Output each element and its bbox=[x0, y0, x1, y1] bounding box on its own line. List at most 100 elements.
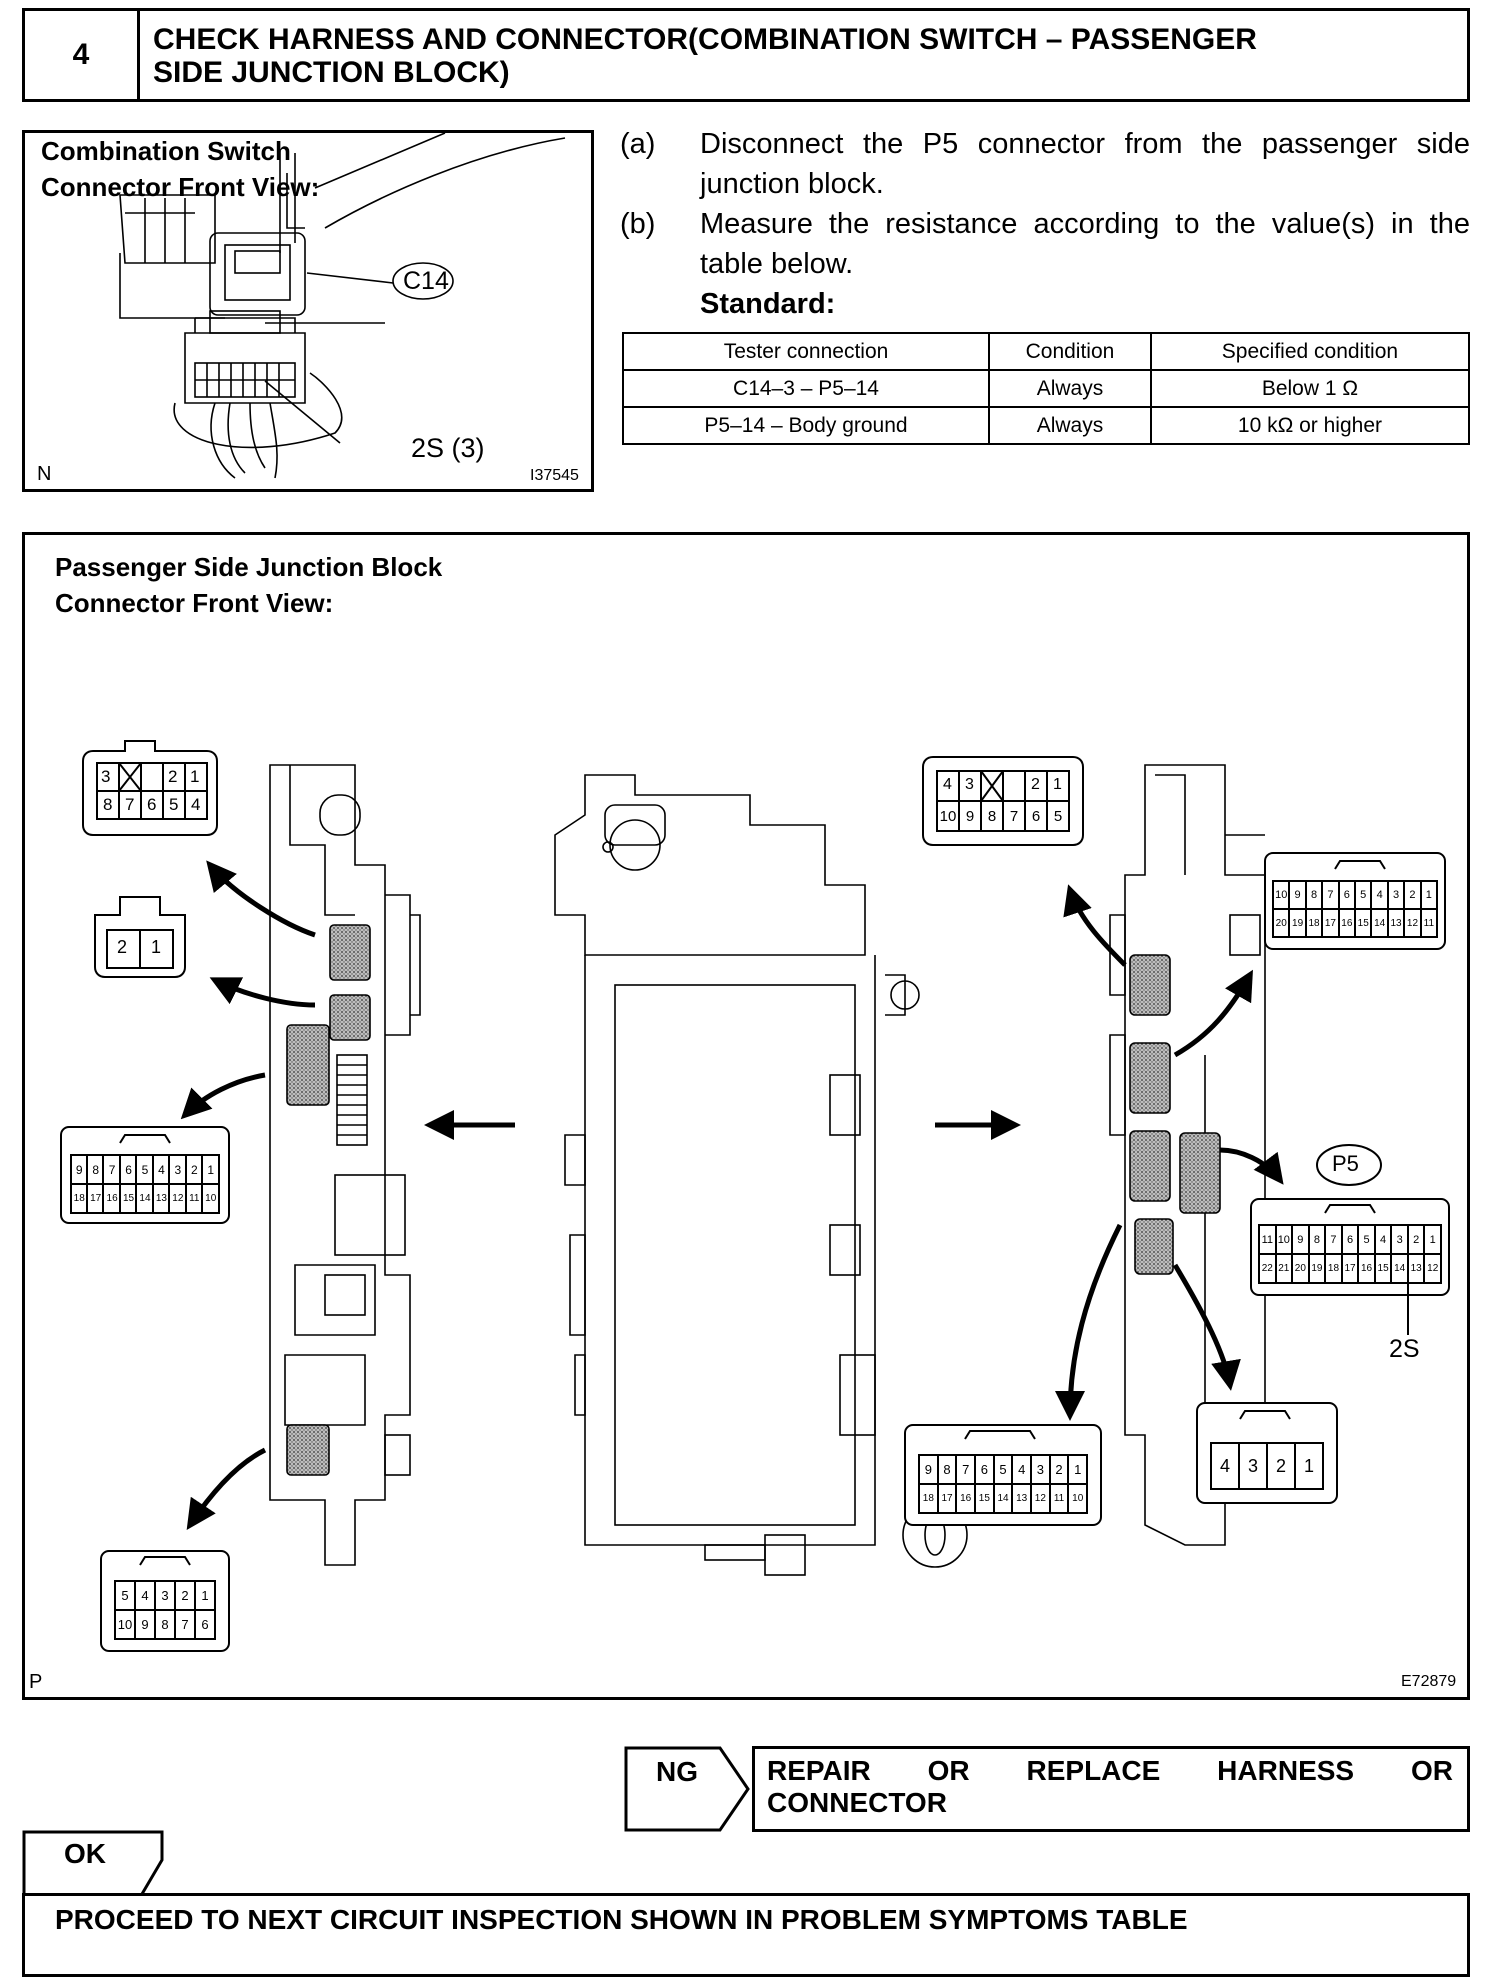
pin-label: 5 bbox=[999, 1462, 1007, 1477]
pin-label: 6 bbox=[147, 795, 157, 814]
junction-block-drawing bbox=[60, 740, 1450, 1652]
pin-label: 1 bbox=[1425, 889, 1432, 901]
pin-label: 11 bbox=[1261, 1233, 1273, 1246]
pin-label: 3 bbox=[965, 776, 974, 793]
pin-label: 4 bbox=[191, 795, 201, 814]
pin-label: 13 bbox=[155, 1193, 167, 1204]
terminal-2s-label: 2S bbox=[1389, 1335, 1420, 1363]
pin-label: 18 bbox=[1308, 917, 1320, 929]
combination-switch-figure: Combination Switch Connector Front View: bbox=[22, 130, 594, 492]
figure1-label-line2: Connector Front View: bbox=[41, 172, 320, 202]
connector-p5: 11 10 9 8 7 6 5 4 3 2 1 22 21 20 19 18 1… bbox=[1259, 1225, 1441, 1283]
connector-c: 9 8 7 6 5 4 3 2 1 18 17 16 15 14 13 12 1… bbox=[71, 1155, 219, 1213]
terminal-2s-3-label: 2S (3) bbox=[411, 433, 485, 463]
pin-label: 7 bbox=[125, 795, 135, 814]
pin-label: 10 bbox=[1275, 889, 1288, 901]
pin-label: 10 bbox=[1072, 1493, 1084, 1504]
ok-label: OK bbox=[64, 1838, 106, 1869]
standard-label: Standard: bbox=[700, 288, 836, 320]
table-cell: C14–3 – P5–14 bbox=[621, 369, 991, 408]
pin-label: 15 bbox=[978, 1493, 990, 1504]
step-header: 4 CHECK HARNESS AND CONNECTOR(COMBINATIO… bbox=[22, 8, 1470, 102]
pin-label: 14 bbox=[997, 1493, 1009, 1504]
pin-label: 16 bbox=[960, 1493, 972, 1504]
pin-label: 13 bbox=[1016, 1493, 1028, 1504]
pin-label: 14 bbox=[139, 1193, 151, 1204]
pin-label: 8 bbox=[103, 795, 113, 814]
pin-label: 17 bbox=[90, 1193, 102, 1204]
pin-label: 12 bbox=[1427, 1263, 1439, 1274]
step-b-letter: (b) bbox=[620, 208, 656, 240]
pin-label: 18 bbox=[73, 1193, 85, 1204]
figure2-id: E72879 bbox=[1401, 1673, 1457, 1690]
pin-label: 14 bbox=[1374, 917, 1386, 929]
pin-label: 7 bbox=[962, 1462, 970, 1477]
pin-label: 16 bbox=[1360, 1263, 1373, 1274]
pin-label: 8 bbox=[92, 1162, 99, 1177]
pin-label: 4 bbox=[943, 776, 952, 793]
pin-label: 7 bbox=[181, 1617, 189, 1632]
pin-label: 6 bbox=[201, 1617, 209, 1632]
step-title: CHECK HARNESS AND CONNECTOR(COMBINATION … bbox=[153, 23, 1447, 89]
pin-label: 5 bbox=[169, 795, 179, 814]
pin-label: 3 bbox=[1396, 1233, 1403, 1246]
next-step-text: PROCEED TO NEXT CIRCUIT INSPECTION SHOWN… bbox=[55, 1904, 1188, 1935]
pin-label: 9 bbox=[1297, 1233, 1304, 1246]
step-b-line1: Measure the resistance according to the … bbox=[700, 208, 1470, 240]
figure1-id: I37545 bbox=[530, 467, 579, 484]
pin-label: 1 bbox=[201, 1588, 209, 1603]
c14-connector-tag: C14 bbox=[403, 267, 449, 295]
pin-label: 2 bbox=[1413, 1233, 1420, 1246]
step-a-line1: Disconnect the P5 connector from the pas… bbox=[700, 128, 1470, 160]
pin-label: 20 bbox=[1294, 1263, 1306, 1274]
pin-label: 17 bbox=[941, 1493, 953, 1504]
figure2-corner-letter: P bbox=[29, 1671, 43, 1693]
pin-label: 19 bbox=[1292, 917, 1304, 929]
pin-label: 2 bbox=[190, 1162, 198, 1177]
table-header-cell: Condition bbox=[988, 332, 1152, 371]
pin-label: 4 bbox=[1376, 889, 1383, 901]
pin-label: 5 bbox=[1363, 1233, 1370, 1246]
table-header-row: Tester connection Condition Specified co… bbox=[621, 332, 1471, 371]
step-b-line2: table below. bbox=[700, 248, 854, 280]
connector-h: 4 3 2 1 bbox=[1211, 1443, 1323, 1489]
pin-label: 14 bbox=[1394, 1263, 1406, 1274]
pin-label: 2 bbox=[1409, 889, 1416, 901]
pin-label: 8 bbox=[987, 807, 997, 825]
pin-label: 8 bbox=[1310, 889, 1318, 901]
pin-label: 6 bbox=[1031, 807, 1041, 825]
pin-label: 8 bbox=[943, 1462, 951, 1477]
pin-label: 1 bbox=[151, 937, 162, 957]
pin-label: 13 bbox=[1390, 917, 1402, 929]
table-cell: P5–14 – Body ground bbox=[621, 406, 991, 445]
pin-label: 5 bbox=[121, 1588, 129, 1603]
pin-label: 11 bbox=[1053, 1493, 1065, 1504]
ok-tab-shape bbox=[22, 1830, 164, 1895]
junction-block-figure: Passenger Side Junction Block Connector … bbox=[22, 532, 1470, 1700]
pin-label: 4 bbox=[141, 1588, 149, 1603]
pin-label: 12 bbox=[1034, 1493, 1046, 1504]
connector-f: 10 9 8 7 6 5 4 3 2 1 20 19 18 17 16 15 1… bbox=[1273, 881, 1437, 937]
pin-label: 1 bbox=[207, 1162, 215, 1177]
pin-label: 9 bbox=[141, 1617, 149, 1632]
pin-label: 3 bbox=[161, 1588, 169, 1603]
pin-label: 7 bbox=[1330, 1233, 1337, 1246]
pin-label: 15 bbox=[122, 1193, 135, 1204]
pin-label: 2 bbox=[1055, 1462, 1063, 1477]
ng-arrow-badge bbox=[624, 1746, 750, 1832]
pin-label: 15 bbox=[1357, 917, 1369, 929]
connector-g: 9 8 7 6 5 4 3 2 1 18 17 16 15 14 13 12 1… bbox=[919, 1455, 1087, 1513]
pin-label: 16 bbox=[1341, 917, 1353, 929]
connector-e-bottom: 10 9 8 7 6 5 bbox=[937, 801, 1069, 831]
pin-label: 7 bbox=[108, 1162, 116, 1177]
pin-label: 12 bbox=[172, 1193, 184, 1204]
pin-label: 7 bbox=[1009, 807, 1019, 825]
pin-label: 2 bbox=[1275, 1455, 1286, 1476]
pin-label: 18 bbox=[922, 1493, 934, 1504]
pin-label: 3 bbox=[101, 767, 111, 786]
ng-action-line1: REPAIR OR REPLACE HARNESS OR bbox=[767, 1755, 1453, 1786]
pin-label: 6 bbox=[980, 1462, 988, 1477]
step-a-letter: (a) bbox=[620, 128, 656, 160]
ng-label: NG bbox=[656, 1756, 698, 1787]
table-cell: 10 kΩ or higher bbox=[1149, 406, 1471, 445]
